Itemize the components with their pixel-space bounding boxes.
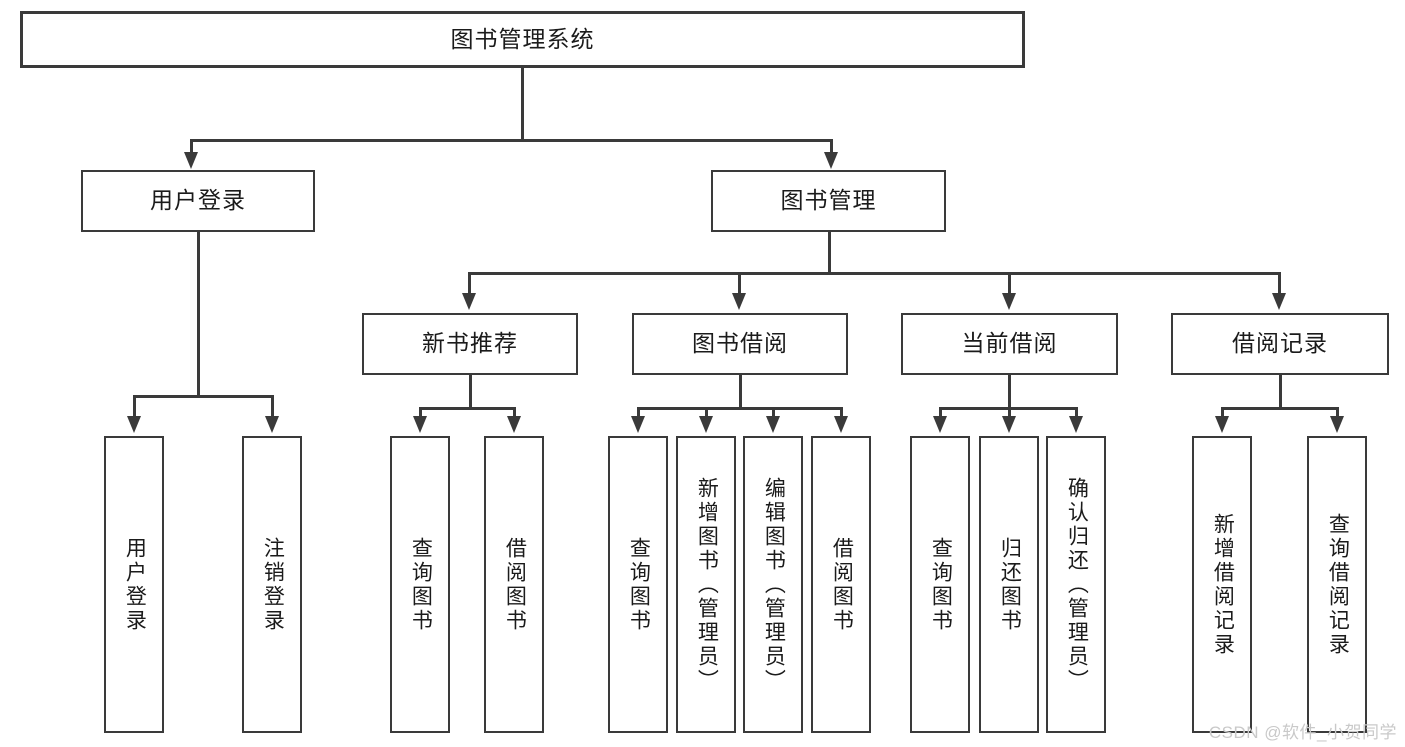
arrow-to-borrow-record — [1272, 293, 1286, 310]
node-book-management[interactable]: 图书管理 — [711, 170, 946, 232]
node-label: 借阅图书 — [830, 536, 854, 633]
arrow-to-user-login — [184, 152, 198, 169]
node-label: 查询图书 — [409, 536, 433, 633]
arrow-current-borrow-leaf-3 — [1069, 416, 1083, 433]
connector-book-mgmt-stem — [828, 232, 831, 274]
node-borrow-record[interactable]: 借阅记录 — [1171, 313, 1389, 375]
leaf-user-login[interactable]: 用户登录 — [104, 436, 164, 733]
node-label: 新增图书（管理员） — [695, 476, 719, 693]
connector-borrow-record-stem — [1279, 375, 1282, 409]
leaf-logout[interactable]: 注销登录 — [242, 436, 302, 733]
node-label: 查询图书 — [929, 536, 953, 633]
arrow-borrow-record-leaf-2 — [1330, 416, 1344, 433]
node-label: 注销登录 — [261, 536, 285, 633]
leaf-query-borrow-record[interactable]: 查询借阅记录 — [1307, 436, 1367, 733]
connector-book-mgmt-drop-4 — [1278, 272, 1281, 296]
node-label: 图书借阅 — [692, 330, 788, 357]
arrow-book-borrow-leaf-3 — [766, 416, 780, 433]
connector-new-book-drop-2 — [513, 407, 516, 419]
connector-book-borrow-bus — [637, 407, 842, 410]
connector-current-borrow-drop-1 — [939, 407, 942, 419]
connector-book-borrow-stem — [739, 375, 742, 409]
node-label: 用户登录 — [123, 536, 147, 633]
leaf-add-book-admin[interactable]: 新增图书（管理员） — [676, 436, 736, 733]
node-label: 查询借阅记录 — [1326, 512, 1350, 657]
connector-current-borrow-stem — [1008, 375, 1011, 409]
leaf-confirm-return-admin[interactable]: 确认归还（管理员） — [1046, 436, 1106, 733]
arrow-book-borrow-leaf-2 — [699, 416, 713, 433]
connector-user-login-drop-2 — [271, 395, 274, 419]
connector-book-borrow-drop-1 — [637, 407, 640, 419]
arrow-to-new-book — [462, 293, 476, 310]
node-label: 确认归还（管理员） — [1065, 476, 1089, 693]
connector-user-login-bus — [133, 395, 273, 398]
connector-book-mgmt-drop-1 — [468, 272, 471, 296]
connector-book-mgmt-drop-2 — [738, 272, 741, 296]
arrow-current-borrow-leaf-2 — [1002, 416, 1016, 433]
connector-book-borrow-drop-3 — [772, 407, 775, 419]
connector-book-mgmt-bus — [468, 272, 1280, 275]
node-user-login[interactable]: 用户登录 — [81, 170, 315, 232]
node-label: 新增借阅记录 — [1211, 512, 1235, 657]
connector-new-book-drop-1 — [419, 407, 422, 419]
connector-current-borrow-drop-3 — [1075, 407, 1078, 419]
node-root-system[interactable]: 图书管理系统 — [20, 11, 1025, 68]
node-label: 当前借阅 — [961, 330, 1058, 357]
connector-user-login-drop-1 — [133, 395, 136, 419]
connector-borrow-record-bus — [1221, 407, 1338, 410]
connector-borrow-record-drop-1 — [1221, 407, 1224, 419]
node-label: 归还图书 — [998, 536, 1022, 633]
node-label: 查询图书 — [627, 536, 651, 633]
arrow-book-borrow-leaf-1 — [631, 416, 645, 433]
connector-new-book-bus — [419, 407, 516, 410]
leaf-borrow-book[interactable]: 借阅图书 — [811, 436, 871, 733]
arrow-current-borrow-leaf-1 — [933, 416, 947, 433]
node-label: 用户登录 — [150, 187, 246, 214]
connector-root-stem — [521, 68, 524, 140]
arrow-new-book-leaf-1 — [413, 416, 427, 433]
node-label: 图书管理系统 — [450, 25, 595, 52]
connector-borrow-record-drop-2 — [1336, 407, 1339, 419]
node-new-book-recommend[interactable]: 新书推荐 — [362, 313, 578, 375]
leaf-borrow-book-newbook[interactable]: 借阅图书 — [484, 436, 544, 733]
connector-book-mgmt-drop-3 — [1008, 272, 1011, 296]
leaf-query-book-current[interactable]: 查询图书 — [910, 436, 970, 733]
arrow-book-borrow-leaf-4 — [834, 416, 848, 433]
arrow-borrow-record-leaf-1 — [1215, 416, 1229, 433]
node-label: 借阅图书 — [503, 536, 527, 633]
leaf-edit-book-admin[interactable]: 编辑图书（管理员） — [743, 436, 803, 733]
connector-root-bus — [190, 139, 832, 142]
arrow-to-leaf-user-login — [127, 416, 141, 433]
connector-book-borrow-drop-4 — [840, 407, 843, 419]
node-label: 编辑图书（管理员） — [762, 476, 786, 693]
connector-root-to-book-mgmt — [830, 139, 833, 156]
node-book-borrow[interactable]: 图书借阅 — [632, 313, 848, 375]
arrow-to-leaf-logout — [265, 416, 279, 433]
arrow-to-book-mgmt — [824, 152, 838, 169]
node-current-borrow[interactable]: 当前借阅 — [901, 313, 1118, 375]
connector-root-to-user-login — [190, 139, 193, 156]
connector-new-book-stem — [469, 375, 472, 409]
node-label: 新书推荐 — [422, 330, 518, 357]
node-label: 图书管理 — [780, 187, 877, 214]
connector-book-borrow-drop-2 — [705, 407, 708, 419]
connector-user-login-stem — [197, 232, 200, 396]
leaf-query-book-borrow[interactable]: 查询图书 — [608, 436, 668, 733]
arrow-to-book-borrow — [732, 293, 746, 310]
arrow-to-current-borrow — [1002, 293, 1016, 310]
leaf-return-book[interactable]: 归还图书 — [979, 436, 1039, 733]
connector-current-borrow-drop-2 — [1008, 407, 1011, 419]
arrow-new-book-leaf-2 — [507, 416, 521, 433]
leaf-add-borrow-record[interactable]: 新增借阅记录 — [1192, 436, 1252, 733]
node-label: 借阅记录 — [1232, 330, 1328, 357]
leaf-query-book-newbook[interactable]: 查询图书 — [390, 436, 450, 733]
